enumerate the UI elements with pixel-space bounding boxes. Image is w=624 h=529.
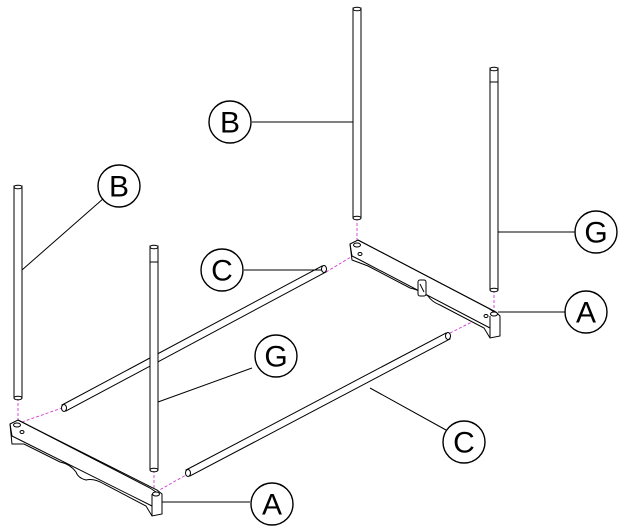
label-g-left-text: G — [264, 341, 287, 374]
label-a-right: A — [564, 290, 608, 334]
label-b-left-text: B — [109, 171, 129, 204]
label-a-left: A — [250, 482, 294, 526]
label-c-back-text: C — [211, 255, 233, 288]
base-foot-back — [349, 239, 501, 339]
label-c-back: C — [200, 248, 244, 292]
pole-back-right — [352, 6, 362, 221]
label-c-front: C — [442, 420, 486, 464]
base-foot-front — [9, 419, 163, 517]
label-b-left: B — [97, 164, 141, 208]
label-c-front-text: C — [453, 427, 475, 460]
rod-front — [185, 332, 451, 477]
label-b-top: B — [208, 100, 252, 144]
pole-front-right — [489, 66, 499, 293]
rod-back — [61, 265, 327, 412]
label-g-left: G — [254, 334, 298, 378]
pole-front-left — [149, 244, 159, 473]
label-b-top-text: B — [220, 107, 240, 140]
label-a-left-text: A — [262, 489, 282, 522]
label-g-right-text: G — [584, 217, 607, 250]
label-a-right-text: A — [576, 297, 596, 330]
callout-lines — [21, 121, 576, 503]
pole-back-left — [13, 184, 23, 401]
label-g-right: G — [574, 210, 618, 254]
